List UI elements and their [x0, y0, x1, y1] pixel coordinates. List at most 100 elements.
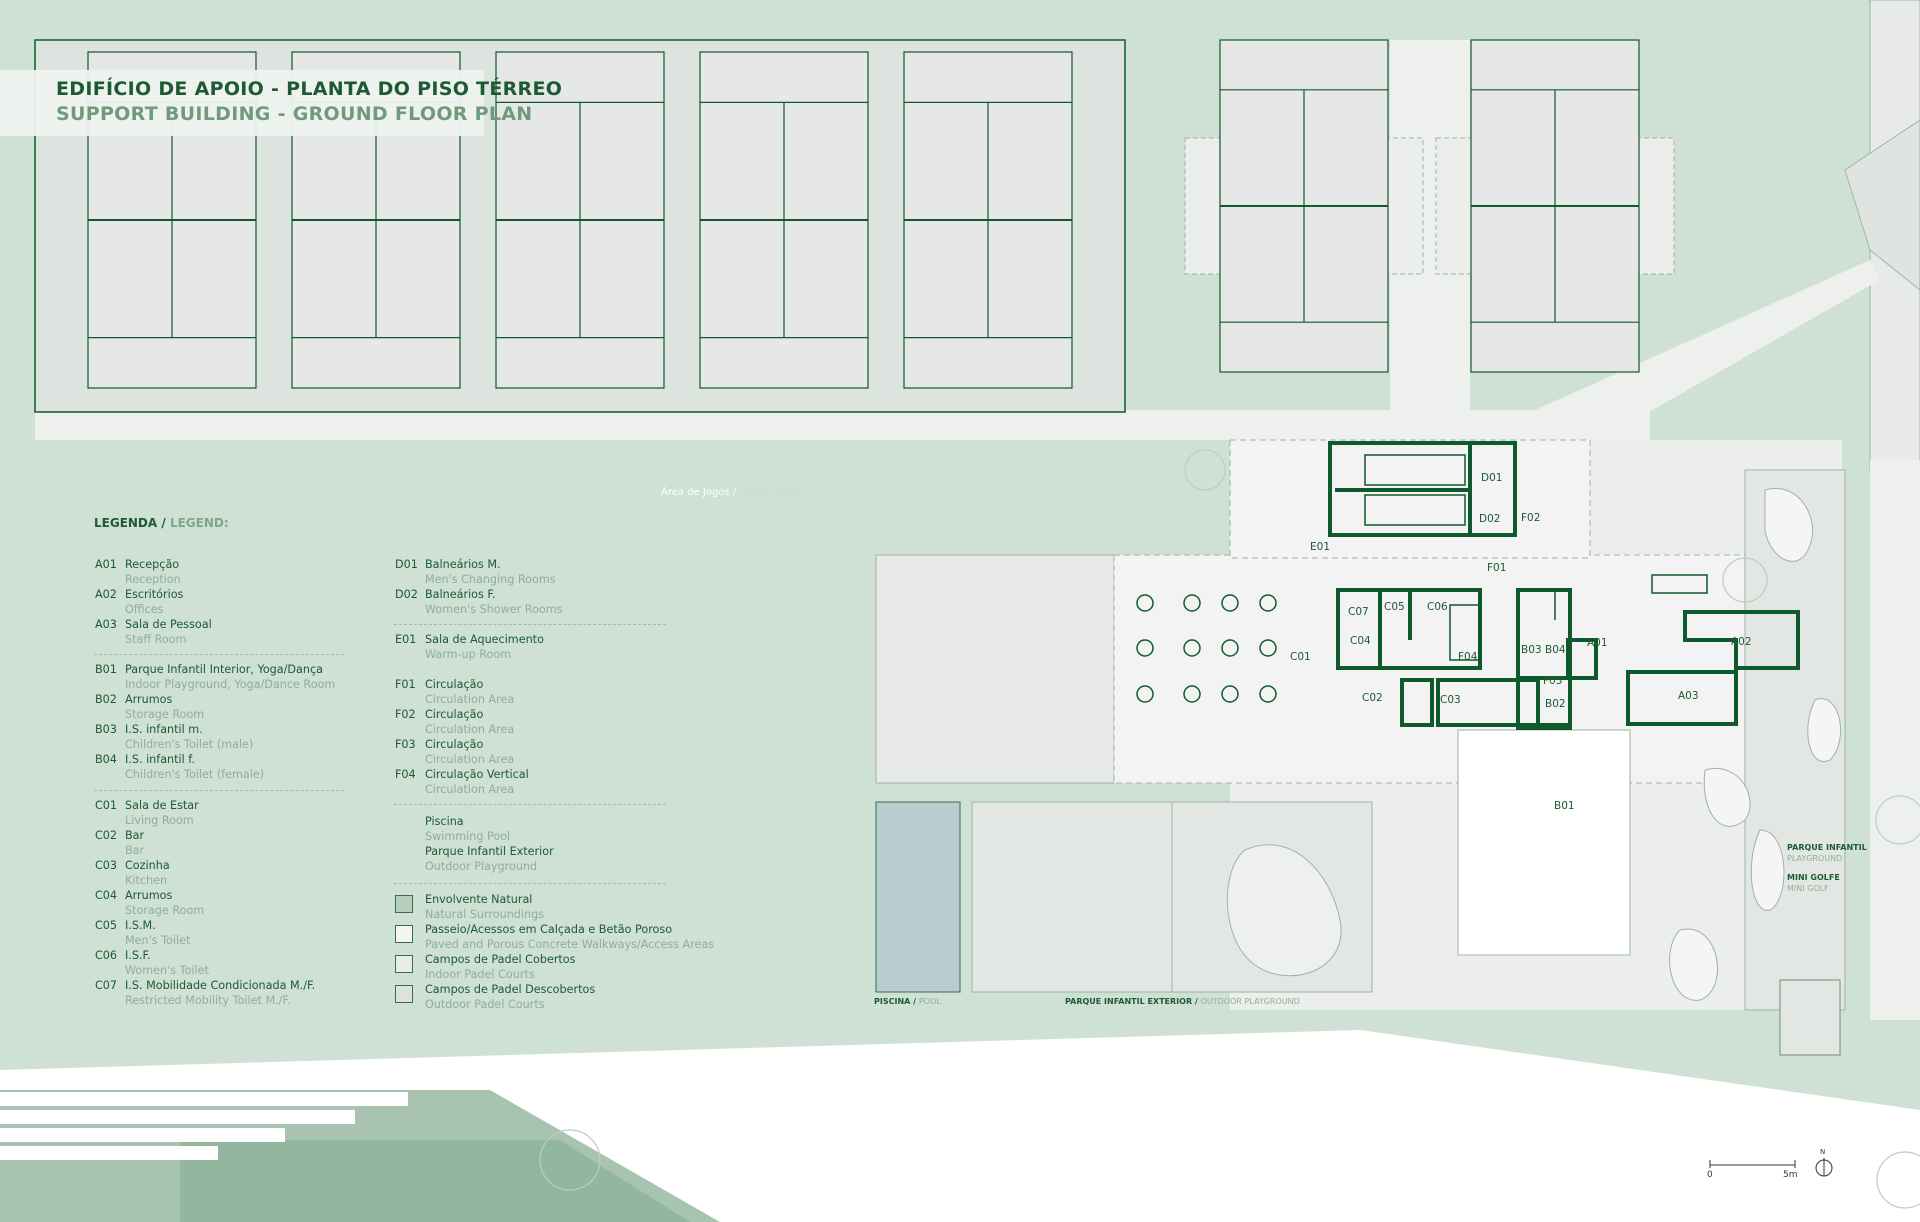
legend-label: Campos de Padel Cobertos [425, 953, 576, 966]
table [1221, 594, 1239, 612]
room-label-c03: C03 [1440, 694, 1461, 706]
legend-label: Circulação Vertical [425, 768, 529, 781]
room-label-b04: B04 [1545, 644, 1566, 656]
legend-label: Circulação [425, 708, 484, 721]
legend-label: Circulação [425, 678, 484, 691]
legend-label: Envolvente Natural [425, 893, 533, 906]
legend-translation: Children's Toilet (male) [125, 738, 254, 751]
room-label-d02: D02 [1479, 513, 1501, 525]
games-area-label: Área de Jogos / Games Area [661, 487, 801, 498]
room-label-c01: C01 [1290, 651, 1311, 663]
legend-translation: Warm-up Room [425, 648, 512, 661]
legend-code: F04 [395, 768, 416, 781]
table [1259, 639, 1277, 657]
swatch-box [395, 895, 413, 913]
room-label-b01: B01 [1554, 800, 1575, 812]
room-label-c07: C07 [1348, 606, 1369, 618]
legend-code: C01 [95, 799, 118, 812]
legend-code: C06 [95, 949, 118, 962]
swatch-box [395, 925, 413, 943]
mini-golf-hole-2 [1807, 698, 1842, 763]
legend-code: E01 [395, 633, 417, 646]
pool-water [875, 801, 961, 993]
table [1259, 594, 1277, 612]
table [1259, 685, 1277, 703]
room-label-b02: B02 [1545, 698, 1566, 710]
legend-code: A03 [95, 618, 117, 631]
step-3 [0, 1128, 285, 1142]
legend-label: I.S. Mobilidade Condicionada M./F. [125, 979, 316, 992]
games-area-pad [875, 554, 1115, 784]
trees [539, 449, 1920, 1209]
legend-code: C05 [95, 919, 118, 932]
legend-label: Recepção [125, 558, 180, 571]
legend-translation: Circulation Area [425, 753, 515, 766]
legend-label: Parque Infantil Interior, Yoga/Dança [125, 663, 323, 676]
legend-heading-pt: LEGENDA / [94, 516, 166, 530]
mini-golf-hole-3 [1703, 767, 1751, 827]
legend-label: Arrumos [125, 693, 173, 706]
legend-translation: Kitchen [125, 874, 168, 887]
legend-translation: Outdoor Playground [425, 860, 538, 873]
room-label-e01: E01 [1310, 541, 1330, 553]
legend-code: F01 [395, 678, 416, 691]
table [1136, 685, 1154, 703]
room-label-f01: F01 [1487, 562, 1507, 574]
legend-translation: Outdoor Padel Courts [425, 998, 545, 1011]
legend-label: I.S. infantil m. [125, 723, 203, 736]
room-label-f04: F04 [1458, 651, 1478, 663]
legend-label: Escritórios [125, 588, 184, 601]
legend-translation: Circulation Area [425, 723, 515, 736]
legend-translation: Storage Room [125, 708, 205, 721]
legend-translation: Swimming Pool [425, 830, 511, 843]
legend-translation: Storage Room [125, 904, 205, 917]
legend-translation: Natural Surroundings [425, 908, 545, 921]
legend-label: Passeio/Acessos em Calçada e Betão Poros… [425, 923, 673, 936]
lounge-tables [1136, 594, 1277, 703]
legend-label: Balneários F. [425, 588, 496, 601]
legend-divider [94, 654, 344, 655]
legend-heading: LEGENDA / LEGEND: [94, 516, 229, 530]
interior-partitions [1364, 454, 1708, 661]
legend-label: I.S. infantil f. [125, 753, 195, 766]
legend-code: D01 [395, 558, 418, 571]
walkway-right [1870, 460, 1920, 1020]
mini-golf-hole-4 [1750, 829, 1785, 911]
room-label-c04: C04 [1350, 635, 1371, 647]
room-label-d01: D01 [1481, 472, 1503, 484]
games-area-label-pt: Área de Jogos [661, 487, 730, 498]
legend-translation: Staff Room [125, 633, 187, 646]
legend-code: F02 [395, 708, 416, 721]
legend-code: C04 [95, 889, 118, 902]
legend-divider [94, 790, 344, 791]
mini-golf-label: MINI GOLFE MINI GOLF [1787, 872, 1840, 894]
indoor-playground-floor [1457, 729, 1631, 956]
legend-translation: Offices [125, 603, 164, 616]
legend-translation: Reception [125, 573, 181, 586]
legend-label: Circulação [425, 738, 484, 751]
title-pt: EDIFÍCIO DE APOIO - PLANTA DO PISO TÉRRE… [56, 78, 563, 100]
walkway [35, 410, 1650, 440]
legend-code: B03 [95, 723, 117, 736]
legend-translation: Women's Toilet [125, 964, 209, 977]
room-label-f02: F02 [1521, 512, 1541, 524]
north-arrow [1815, 1158, 1833, 1177]
outdoor-courts [1184, 39, 1675, 373]
table [1183, 685, 1201, 703]
legend-code: F03 [395, 738, 416, 751]
playground-label: PARQUE INFANTIL PLAYGROUND [1787, 842, 1867, 864]
legend-label: Sala de Estar [125, 799, 199, 812]
room-label-b03: B03 [1521, 644, 1542, 656]
walkway-diagonal [1535, 260, 1880, 440]
legend-code: C02 [95, 829, 118, 842]
legend-translation: Paved and Porous Concrete Walkways/Acces… [425, 938, 715, 951]
legend-label: I.S.F. [125, 949, 151, 962]
outdoor-playground-label: PARQUE INFANTIL EXTERIOR / OUTDOOR PLAYG… [1065, 997, 1300, 1006]
hill-band-3 [180, 1140, 690, 1222]
mini-golf-hole-1 [1764, 487, 1814, 562]
legend-label: Campos de Padel Descobertos [425, 983, 596, 996]
scale-five: 5m [1783, 1170, 1798, 1180]
legend-label: Parque Infantil Exterior [425, 845, 554, 858]
pool-label: PISCINA / POOL [874, 997, 941, 1006]
mini-golf-label-pt: MINI GOLFE [1787, 873, 1840, 882]
